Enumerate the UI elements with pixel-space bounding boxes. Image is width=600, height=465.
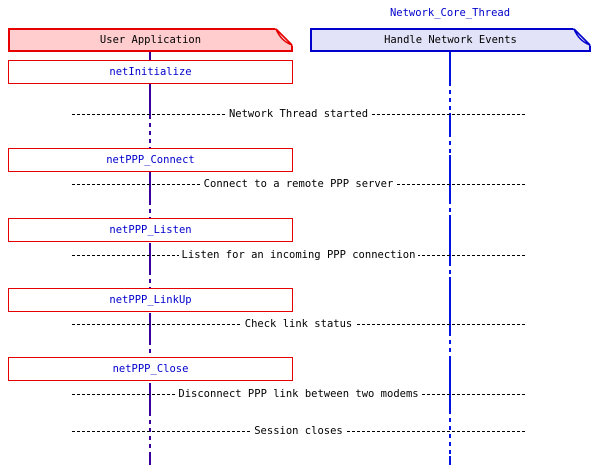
message-line: [72, 114, 525, 115]
call-label: netInitialize: [109, 66, 192, 78]
participant-box-handle-network-events: Handle Network Events: [310, 28, 591, 52]
call-box-netinitialize: netInitialize: [8, 60, 293, 84]
call-label: netPPP_LinkUp: [109, 294, 192, 306]
call-box-netppp-linkup: netPPP_LinkUp: [8, 288, 293, 312]
message-line: [72, 255, 525, 256]
lifeline-segment: [149, 341, 151, 357]
lifeline-segment: [449, 360, 451, 410]
lifeline-segment: [149, 456, 151, 465]
call-label: netPPP_Connect: [106, 154, 195, 166]
lifeline-segment: [149, 201, 151, 218]
lifeline-segment: [449, 277, 451, 332]
lifeline-segment: [149, 52, 151, 60]
lifeline-segment: [149, 84, 151, 115]
lifeline-segment: [149, 313, 151, 341]
lifeline-segment: [149, 172, 151, 201]
lifeline-segment: [449, 332, 451, 360]
note-fold-icon: [573, 28, 591, 46]
lifeline-segment: [449, 215, 451, 262]
message-line: [72, 184, 525, 185]
lifeline-segment: [449, 410, 451, 456]
lifeline-segment: [449, 113, 451, 133]
call-box-netppp-connect: netPPP_Connect: [8, 148, 293, 172]
lifeline-segment: [149, 271, 151, 288]
lifeline-segment: [149, 412, 151, 456]
message-line: [72, 394, 525, 395]
participant-label: Handle Network Events: [384, 34, 517, 46]
message-line: [72, 431, 525, 432]
note-fold-icon: [275, 28, 293, 46]
participant-box-user-application: User Application: [8, 28, 293, 52]
lifeline-segment: [449, 155, 451, 200]
call-label: netPPP_Listen: [109, 224, 192, 236]
call-box-netppp-listen: netPPP_Listen: [8, 218, 293, 242]
lifeline-segment: [449, 133, 451, 155]
lifeline-segment: [449, 200, 451, 215]
call-label: netPPP_Close: [112, 363, 189, 375]
lifeline-segment: [149, 115, 151, 148]
participant-label: User Application: [99, 34, 202, 46]
lifeline-segment: [149, 243, 151, 271]
lifeline-segment: [449, 82, 451, 113]
lifeline-segment: [149, 383, 151, 412]
lifeline-segment: [449, 52, 451, 82]
lifeline-segment: [449, 262, 451, 277]
thread-title: Network_Core_Thread: [389, 7, 511, 19]
call-box-netppp-close: netPPP_Close: [8, 357, 293, 381]
message-line: [72, 324, 525, 325]
lifeline-segment: [449, 456, 451, 465]
